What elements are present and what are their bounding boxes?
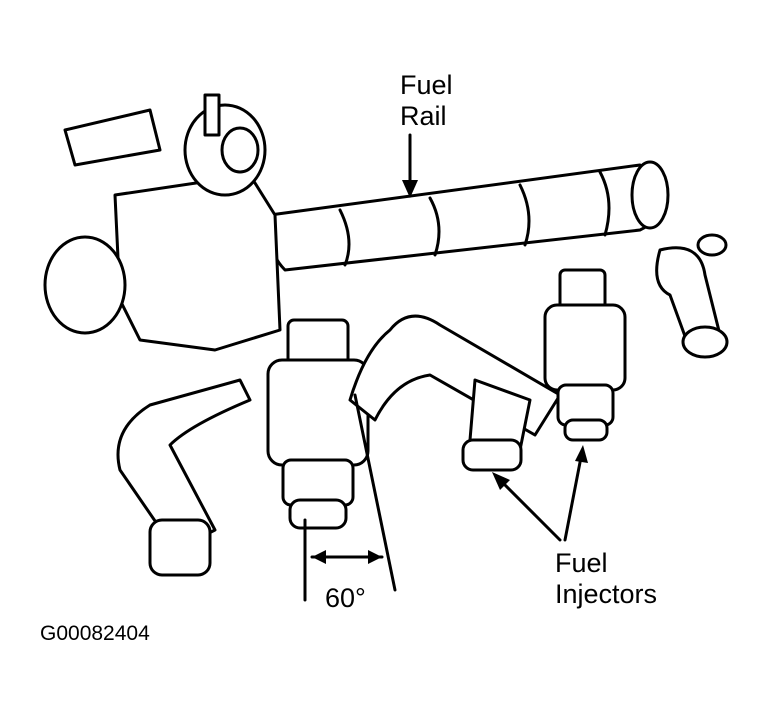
pressure-regulator xyxy=(43,93,282,577)
figure-code: G00082404 xyxy=(40,622,150,645)
rail-outlet-fitting xyxy=(655,233,729,359)
fuel-rail-arrow xyxy=(402,133,418,198)
fuel-injector-2 xyxy=(461,378,532,472)
fuel-injectors-label-line1: Fuel xyxy=(555,548,608,578)
fuel-rail-label: Fuel Rail xyxy=(400,70,453,132)
fuel-injector-1 xyxy=(266,318,370,530)
fuel-injectors-label: Fuel Injectors xyxy=(555,548,657,610)
angle-indicator xyxy=(303,393,397,602)
angle-label: 60° xyxy=(325,583,366,613)
fuel-rail xyxy=(267,160,670,272)
fuel-rail-label-line2: Rail xyxy=(400,101,447,131)
fuel-injectors-arrows xyxy=(492,445,588,542)
coolant-hose xyxy=(348,314,562,437)
fuel-injectors-label-line2: Injectors xyxy=(555,579,658,609)
fuel-injector-3 xyxy=(543,268,627,442)
fuel-rail-label-line1: Fuel xyxy=(400,70,453,100)
